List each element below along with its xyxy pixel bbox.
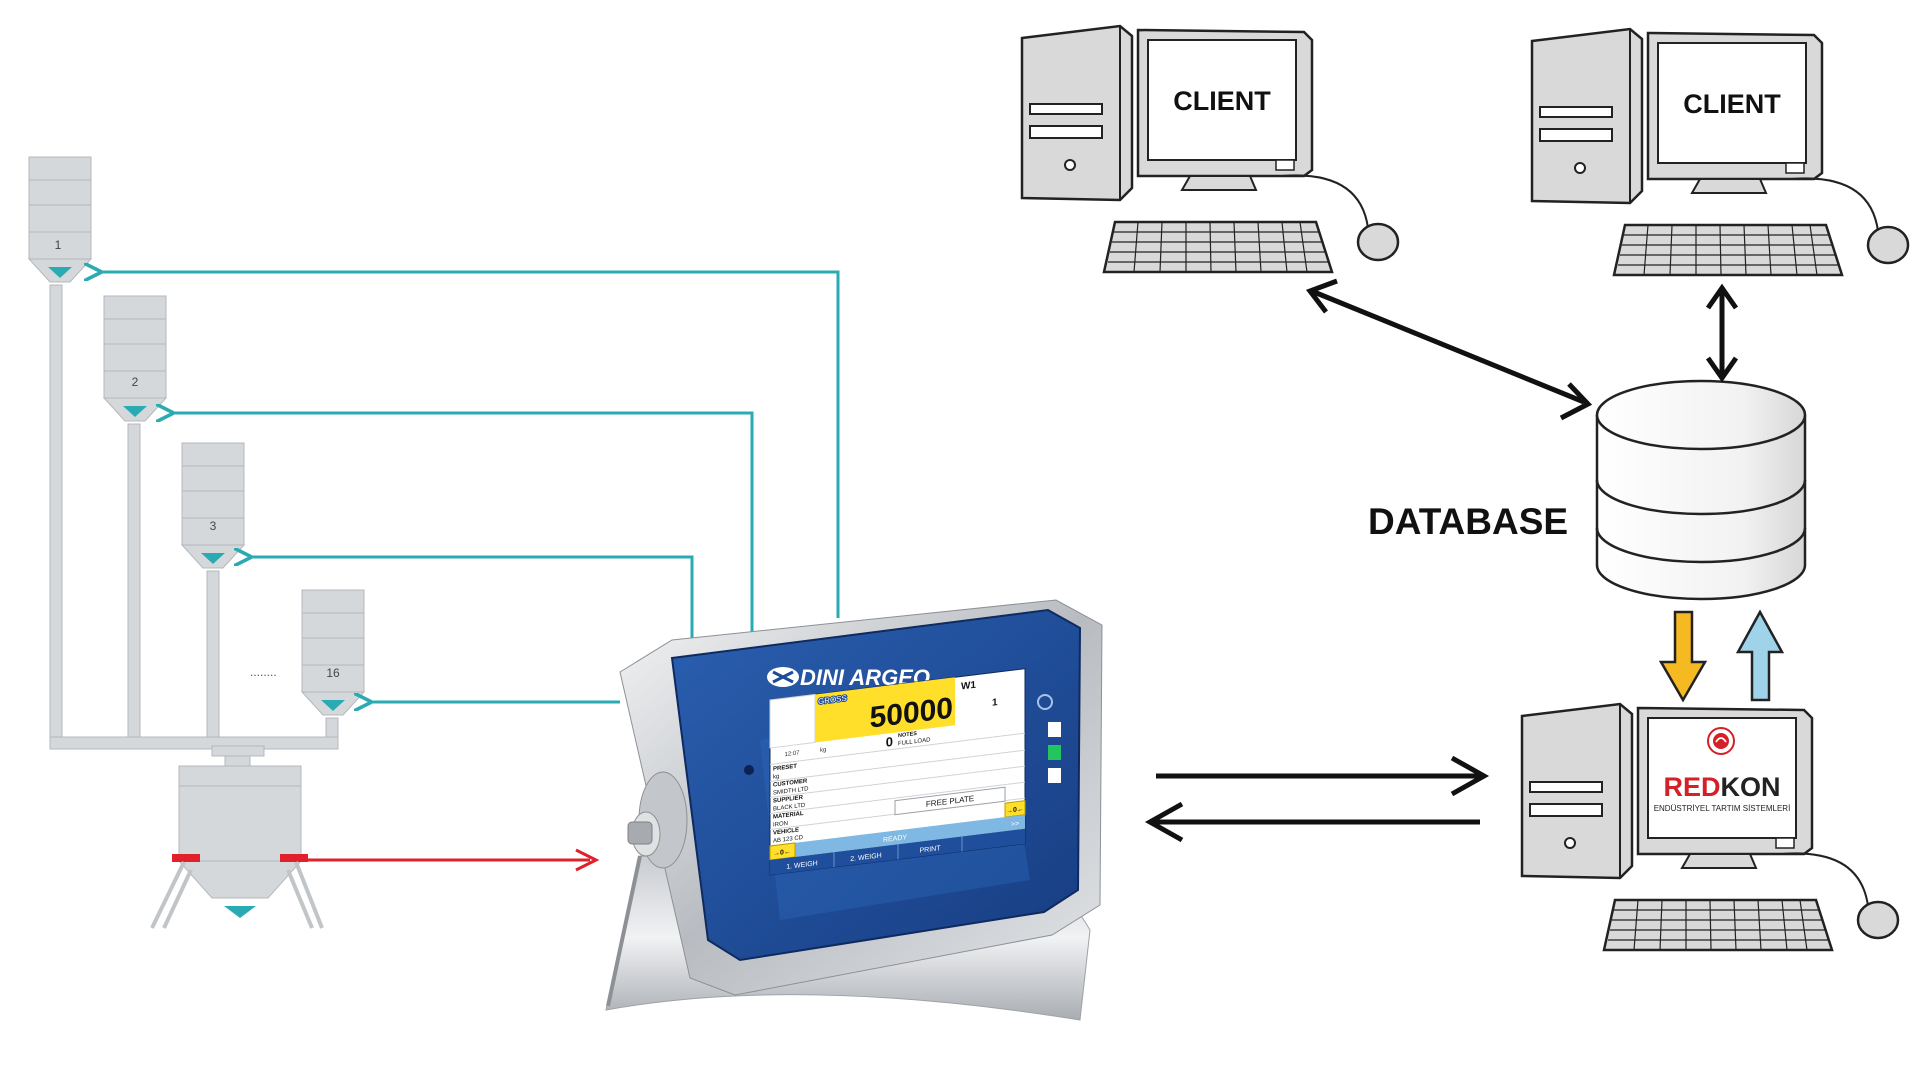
client-1-keyboard [1102,220,1334,274]
redkon-red: RED [1663,772,1720,802]
preset-label: PRESET [773,764,797,773]
client-1-mouse [1356,222,1400,262]
silo-system: 1 2 3 16 [27,156,366,929]
client-computer-1: CLIENT [1020,24,1400,274]
silo-3-label: 3 [210,519,217,533]
silo-pipes [49,284,339,767]
server-to-db-arrow [1735,609,1785,702]
gross-weight-display [815,677,955,743]
power-icon[interactable] [1037,694,1053,710]
client-1-screen [1147,39,1297,161]
indicator-server-link [1144,755,1490,843]
status-bar [795,814,1025,857]
client-1-db-link [1305,278,1593,421]
server-mouse [1856,900,1900,940]
supplier-value: BLACK LTD [773,803,806,813]
silo-1-label: 1 [55,238,62,252]
supplier-label: SUPPLIER [773,795,804,805]
silo-2: 2 [102,295,168,422]
database-label: DATABASE [1368,501,1568,542]
status-text: READY [883,834,907,844]
database-cylinder [1595,379,1807,601]
weigh-hopper [150,765,324,929]
redkon-dark: KON [1721,772,1781,802]
free-plate-field[interactable] [894,786,1006,816]
server-computer: REDKON ENDÜSTRİYEL TARTIM SİSTEMLERİ [1520,702,1900,952]
client-2-label: CLIENT [1683,89,1781,119]
unit-display: kg [820,747,826,754]
control-line-silo-1 [100,272,840,618]
redkon-tagline: ENDÜSTRİYEL TARTIM SİSTEMLERİ [1654,804,1791,813]
redkon-logo: REDKON ENDÜSTRİYEL TARTIM SİSTEMLERİ [1654,727,1791,813]
server-keyboard [1602,898,1834,952]
side-key-3[interactable] [1048,768,1061,783]
client-1-label: CLIENT [1173,86,1271,116]
scale-counter: 1 [992,697,998,709]
indicator-touchscreen: GROSS 50000 W1 1 12:07 kg 0 NOTES FULL L… [769,668,1026,876]
client-2-mouse [1866,225,1910,265]
silo-16-label: 16 [326,666,340,680]
side-key-2[interactable] [1048,745,1061,760]
side-key-1[interactable] [1048,722,1061,737]
preset-value: kg [773,774,779,781]
silo-2-label: 2 [132,375,139,389]
time-display: 12:07 [784,750,800,758]
more-button[interactable]: >> [1011,820,1019,828]
silo-3: 3 [180,442,246,569]
tare-value: 0 [886,734,893,750]
silo-control-lines [100,272,840,702]
client-2-keyboard [1612,223,1844,277]
control-line-silo-3 [250,557,694,663]
silo-1: 1 [27,156,93,283]
notes-value: FULL LOAD [898,737,931,747]
silo-ellipsis: ........ [250,665,277,679]
zero-button-right-label: →0← [1006,806,1024,815]
customer-label: CUSTOMER [773,778,808,788]
print-button[interactable]: PRINT [920,845,942,855]
channel-label: W1 [961,680,976,693]
svg-text:REDKON: REDKON [1663,772,1780,802]
tilt-knob [627,771,688,869]
client-2-screen [1657,42,1807,164]
control-line-silo-2 [172,413,754,650]
db-to-server-arrow [1658,610,1708,703]
notes-label: NOTES [898,731,917,739]
vehicle-value: AB 123 CD [773,835,804,845]
weigh-1-button[interactable]: 1. WEIGH [786,860,817,871]
customer-value: SMIDTH LTD [773,786,809,796]
weigh-2-button[interactable]: 2. WEIGH [850,852,881,863]
material-value: IRON [773,821,788,829]
weighing-indicator: DINI ARGEO GROSS 50000 W1 1 12:07 kg 0 N… [605,599,1103,1021]
material-label: MATERIAL [773,811,804,821]
load-signal-arrow [306,848,600,872]
panel-screw [744,765,754,775]
silo-16: 16 [300,589,366,716]
vehicle-label: VEHICLE [773,827,799,836]
client-2-db-link [1705,283,1739,383]
zero-button-left-label: →0← [773,848,791,857]
client-computer-2: CLIENT [1530,27,1910,277]
db-server-link [1658,609,1785,703]
side-keys [1037,694,1061,783]
